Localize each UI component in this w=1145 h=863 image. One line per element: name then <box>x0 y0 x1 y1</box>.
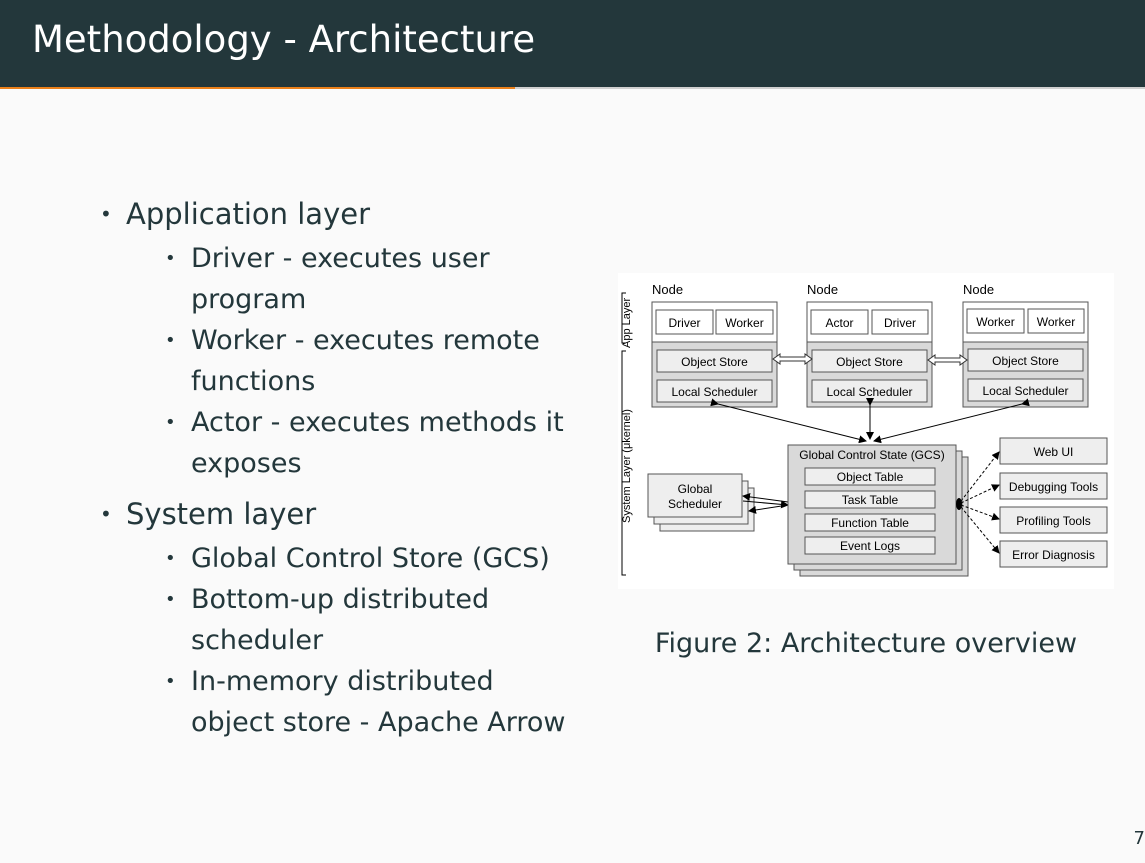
node-3: Node Worker Worker Object Store Local Sc… <box>962 282 1089 408</box>
worker-box <box>810 309 869 335</box>
object-store-label: Object Store <box>836 355 903 369</box>
worker-box <box>655 309 714 335</box>
caption-label: Figure 2: <box>654 628 773 659</box>
scheduler-gcs-arrow <box>873 398 1030 444</box>
gcs-table-box <box>804 490 936 509</box>
bullet-list: Application layer Driver - executes user… <box>100 196 580 755</box>
bullet-application-layer: Application layer <box>100 196 580 232</box>
gcs-table-label: Event Logs <box>840 539 900 553</box>
gcs-global-scheduler-arrow <box>742 492 789 503</box>
page-number: 7 <box>1133 828 1145 849</box>
tool-box <box>999 540 1108 568</box>
tool-label: Web UI <box>1034 445 1074 459</box>
tool-arrow <box>960 504 1000 521</box>
node-1: Node Driver Worker Object Store Local Sc… <box>651 282 778 408</box>
figure-caption: Figure 2: Architecture overview <box>618 628 1114 659</box>
worker-box <box>715 309 774 335</box>
gcs-table-box <box>804 467 936 486</box>
tool-box <box>999 437 1108 465</box>
worker-label: Driver <box>884 316 916 330</box>
local-scheduler-label: Local Scheduler <box>982 384 1068 398</box>
bullet-scheduler: Bottom-up distributed scheduler <box>165 579 580 661</box>
object-store-box <box>656 349 773 373</box>
global-scheduler-box <box>647 473 743 518</box>
object-store-box <box>967 348 1084 372</box>
global-scheduler-label: Global <box>678 482 713 496</box>
object-store-label: Object Store <box>681 355 748 369</box>
scheduler-gcs-arrow <box>710 398 867 444</box>
bullet-object-store: In-memory distributed object store - Apa… <box>165 661 580 743</box>
worker-label: Worker <box>1037 315 1075 329</box>
object-transfer-arrow <box>927 354 968 366</box>
app-layer-bracket <box>621 292 626 344</box>
progress-bar <box>0 87 515 89</box>
object-store-box <box>811 349 928 373</box>
tool-label: Profiling Tools <box>1016 514 1090 528</box>
local-scheduler-label: Local Scheduler <box>826 385 912 399</box>
caption-text: Architecture overview <box>780 628 1078 659</box>
gcs-table-label: Function Table <box>831 516 909 530</box>
tool-label: Debugging Tools <box>1009 480 1098 494</box>
gcs-table-label: Task Table <box>842 493 899 507</box>
global-scheduler: Global Scheduler <box>647 473 755 532</box>
gcs-title: Global Control State (GCS) <box>799 448 944 462</box>
bullet-actor: Actor - executes methods it exposes <box>165 402 580 484</box>
gcs-table-box <box>804 536 936 555</box>
gcs: Global Control State (GCS) Object Table … <box>787 444 969 577</box>
architecture-figure: App Layer System Layer (μkernel) Node Dr… <box>618 273 1114 589</box>
worker-box <box>1027 308 1085 334</box>
worker-label: Driver <box>669 316 701 330</box>
bullet-worker: Worker - executes remote functions <box>165 320 580 402</box>
worker-label: Worker <box>725 316 763 330</box>
slide-title: Methodology - Architecture <box>32 18 536 61</box>
gcs-global-scheduler-arrow <box>748 504 789 514</box>
worker-box <box>966 308 1025 334</box>
tool-box <box>999 506 1108 534</box>
node-label: Node <box>652 282 683 297</box>
node-label: Node <box>807 282 838 297</box>
gcs-table-box <box>804 513 936 532</box>
progress-track <box>515 87 1145 89</box>
tool-box <box>999 472 1108 500</box>
bullet-group-system: System layer Global Control Store (GCS) … <box>100 496 580 743</box>
gcs-global-scheduler-arrow <box>742 500 789 509</box>
node-label: Node <box>963 282 994 297</box>
global-scheduler-label: Scheduler <box>668 497 722 511</box>
worker-label: Actor <box>825 316 853 330</box>
bullet-system-layer: System layer <box>100 496 580 532</box>
object-store-label: Object Store <box>992 354 1059 368</box>
gcs-table-label: Object Table <box>837 470 904 484</box>
node-2: Node Actor Driver Object Store Local Sch… <box>806 282 933 408</box>
system-layer-bracket <box>621 350 626 576</box>
title-bar: Methodology - Architecture <box>0 0 1145 87</box>
tool-arrow <box>960 451 1000 502</box>
local-scheduler-label: Local Scheduler <box>671 385 757 399</box>
bullet-driver: Driver - executes user program <box>165 238 580 320</box>
worker-label: Worker <box>976 315 1014 329</box>
object-transfer-arrow <box>772 353 813 365</box>
system-layer-label: System Layer (μkernel) <box>621 409 633 523</box>
gcs-output-point <box>956 498 962 510</box>
app-layer-label: App Layer <box>621 298 633 348</box>
worker-box <box>871 309 929 335</box>
architecture-diagram: App Layer System Layer (μkernel) Node Dr… <box>621 282 1108 577</box>
bullet-gcs: Global Control Store (GCS) <box>165 538 580 579</box>
tool-label: Error Diagnosis <box>1012 548 1095 562</box>
tool-arrow <box>960 484 1000 504</box>
bullet-group-application: Application layer Driver - executes user… <box>100 196 580 484</box>
